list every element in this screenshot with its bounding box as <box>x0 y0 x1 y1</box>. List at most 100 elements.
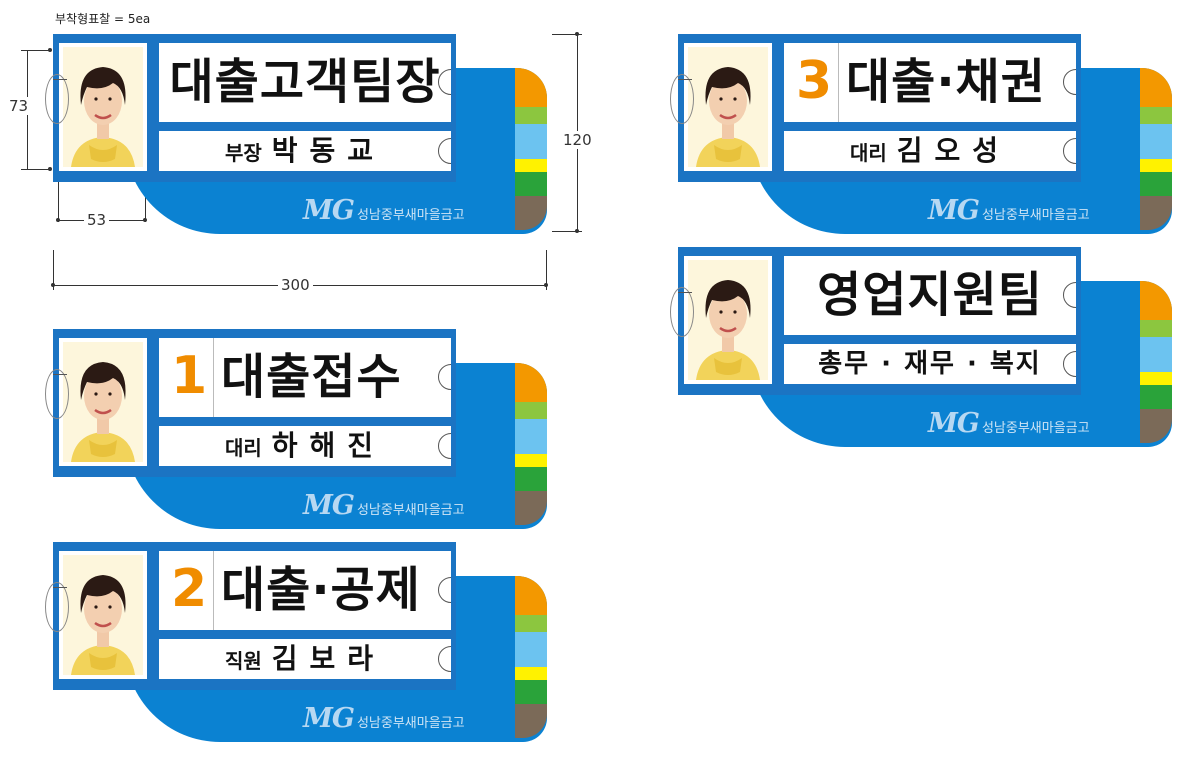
title-panel: 대출고객팀장 <box>159 43 451 122</box>
color-stripe <box>515 196 547 230</box>
color-stripe <box>1140 385 1172 409</box>
title-separator <box>213 551 214 630</box>
dimension-label: 53 <box>84 211 110 229</box>
color-stripe <box>515 704 547 738</box>
staff-photo <box>59 338 147 466</box>
color-stripe <box>1140 107 1172 124</box>
title-separator <box>213 338 214 417</box>
staff-photo <box>59 551 147 679</box>
tick-line <box>53 374 67 375</box>
name-line: 총무 · 재무 · 복지 <box>784 344 1076 384</box>
team-number: 2 <box>171 559 208 619</box>
team-title: 대출·공제 <box>221 562 421 618</box>
name-panel: 대리 하해진 <box>159 426 451 466</box>
color-stripe <box>515 576 547 615</box>
photo-notch <box>670 74 694 124</box>
mg-logo-mark: MG <box>303 703 355 734</box>
title-notch <box>438 577 451 603</box>
color-stripe <box>515 667 547 680</box>
color-stripe <box>1140 337 1172 372</box>
dimension-label: 73 <box>6 97 32 115</box>
tick-line <box>53 587 67 588</box>
color-stripe <box>1140 68 1172 107</box>
color-stripe <box>515 454 547 467</box>
mg-logo-mark: MG <box>303 490 355 521</box>
staff-name: 하해진 <box>271 429 386 462</box>
staff-photo <box>59 43 147 171</box>
bank-name: 성남중부새마을금고 <box>981 421 1090 436</box>
staff-photo <box>684 256 772 384</box>
staff-rank: 직원 <box>224 649 262 673</box>
bank-name: 성남중부새마을금고 <box>356 208 465 223</box>
color-stripe <box>515 159 547 172</box>
staff-rank: 대리 <box>224 436 262 460</box>
team-title: 대출·채권 <box>846 54 1046 110</box>
name-line: 직원 김보라 <box>159 639 451 679</box>
team-number: 3 <box>796 51 833 111</box>
title-separator <box>838 43 839 122</box>
team-title: 영업지원팀 <box>817 267 1043 323</box>
color-stripe <box>515 402 547 419</box>
mg-logo-mark: MG <box>928 195 980 226</box>
mg-logo-mark: MG <box>303 195 355 226</box>
bank-name: 성남중부새마을금고 <box>356 716 465 731</box>
staff-rank: 부장 <box>224 141 262 165</box>
department-list: 총무 · 재무 · 복지 <box>818 349 1042 379</box>
team-title: 대출접수 <box>221 349 402 405</box>
color-stripe <box>515 68 547 107</box>
color-stripe <box>1140 172 1172 196</box>
color-stripe <box>515 680 547 704</box>
tick-line <box>678 79 692 80</box>
name-panel: 직원 김보라 <box>159 639 451 679</box>
photo-notch <box>45 582 69 632</box>
color-stripe <box>1140 320 1172 337</box>
quantity-note: 부착형표찰 = 5ea <box>55 12 151 26</box>
dimension-label: 120 <box>560 131 595 149</box>
photo-notch <box>670 287 694 337</box>
name-panel: 총무 · 재무 · 복지 <box>784 344 1076 384</box>
color-stripe <box>515 491 547 525</box>
mg-logo-mark: MG <box>928 408 980 439</box>
staff-name: 김보라 <box>271 642 386 675</box>
color-stripe <box>515 419 547 454</box>
bank-name: 성남중부새마을금고 <box>356 503 465 518</box>
color-stripe <box>515 632 547 667</box>
color-stripe <box>515 172 547 196</box>
title-notch <box>438 364 451 390</box>
team-number: 1 <box>171 346 208 406</box>
photo-notch <box>45 369 69 419</box>
color-stripe <box>1140 372 1172 385</box>
team-title: 대출고객팀장 <box>169 54 441 110</box>
color-stripe <box>515 107 547 124</box>
bank-name: 성남중부새마을금고 <box>981 208 1090 223</box>
color-stripe <box>515 615 547 632</box>
color-stripe <box>515 124 547 159</box>
staff-photo <box>684 43 772 171</box>
color-stripe <box>1140 124 1172 159</box>
staff-rank: 대리 <box>849 141 887 165</box>
color-stripe <box>1140 409 1172 443</box>
title-panel: 영업지원팀 <box>784 256 1076 335</box>
color-stripe <box>1140 281 1172 320</box>
tick-line <box>678 292 692 293</box>
title-notch <box>1063 69 1076 95</box>
color-stripe <box>1140 196 1172 230</box>
